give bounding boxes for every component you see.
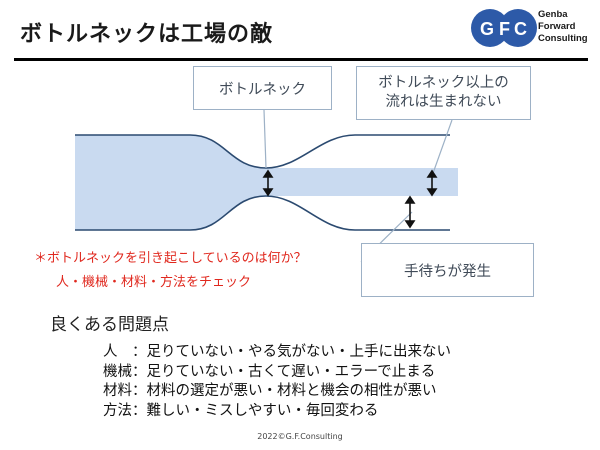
flow-pointer-line bbox=[431, 119, 453, 177]
bottleneck-width-arrow bbox=[262, 169, 274, 197]
problem-label: 機械 bbox=[103, 363, 132, 380]
problem-text: ：足りていない・古くて遅い・エラーで止まる bbox=[132, 363, 436, 380]
pipe-lower-wall bbox=[75, 195, 450, 231]
flow-limit-callout: ボトルネック以上の 流れは生まれない bbox=[356, 66, 531, 120]
problem-row-material: 材料：材料の選定が悪い・材料と機会の相性が悪い bbox=[103, 382, 451, 402]
logo-wordmark: Genba Forward Consulting bbox=[538, 9, 588, 45]
problem-label: 人 bbox=[103, 344, 132, 360]
cause-question: ＊ボトルネックを引き起こしているのは何か？ bbox=[34, 251, 307, 266]
problem-label: 材料 bbox=[103, 383, 132, 399]
bottleneck-callout-text: ボトルネック bbox=[219, 81, 306, 98]
title-underline bbox=[14, 58, 588, 61]
problems-heading: 良くある問題点 bbox=[50, 315, 169, 335]
page-title: ボトルネックは工場の敵 bbox=[20, 22, 274, 47]
problems-list: 人 ：足りていない・やる気がない・上手に出来ない 機械：足りていない・古くて遅い… bbox=[103, 343, 451, 421]
logo-line-1: Genba bbox=[538, 9, 568, 20]
flow-limit-line-2: 流れは生まれない bbox=[385, 94, 502, 110]
problem-row-method: 方法：難しい・ミスしやすい・毎回変わる bbox=[103, 402, 451, 422]
problem-row-person: 人 ：足りていない・やる気がない・上手に出来ない bbox=[103, 343, 451, 363]
bottleneck-pointer-line bbox=[263, 109, 267, 169]
flow-width-arrow bbox=[426, 169, 438, 197]
bottleneck-callout: ボトルネック bbox=[193, 66, 332, 110]
problem-label: 方法 bbox=[103, 402, 132, 419]
waiting-callout-text: 手待ちが発生 bbox=[404, 263, 491, 280]
problem-text: ：難しい・ミスしやすい・毎回変わる bbox=[132, 402, 379, 419]
logo-line-2: Forward bbox=[538, 21, 576, 32]
logo-line-3: Consulting bbox=[538, 33, 588, 44]
problem-text: ：材料の選定が悪い・材料と機会の相性が悪い bbox=[132, 383, 437, 399]
problem-row-machine: 機械：足りていない・古くて遅い・エラーで止まる bbox=[103, 363, 451, 383]
svg-text:F: F bbox=[499, 19, 510, 39]
waiting-callout: 手待ちが発生 bbox=[361, 243, 534, 297]
problem-text: ：足りていない・やる気がない・上手に出来ない bbox=[132, 344, 451, 360]
gfc-logo: G F C bbox=[471, 9, 537, 47]
pipe-flow-shape bbox=[75, 135, 458, 230]
check-list-hint: 人・機械・材料・方法をチェック bbox=[56, 275, 252, 290]
svg-text:G: G bbox=[480, 19, 494, 39]
svg-text:C: C bbox=[514, 19, 527, 39]
copyright-footer: 2022©G.F.Consulting bbox=[257, 432, 343, 441]
waiting-gap-arrow bbox=[404, 195, 416, 229]
flow-limit-line-1: ボトルネック以上の bbox=[378, 75, 509, 91]
